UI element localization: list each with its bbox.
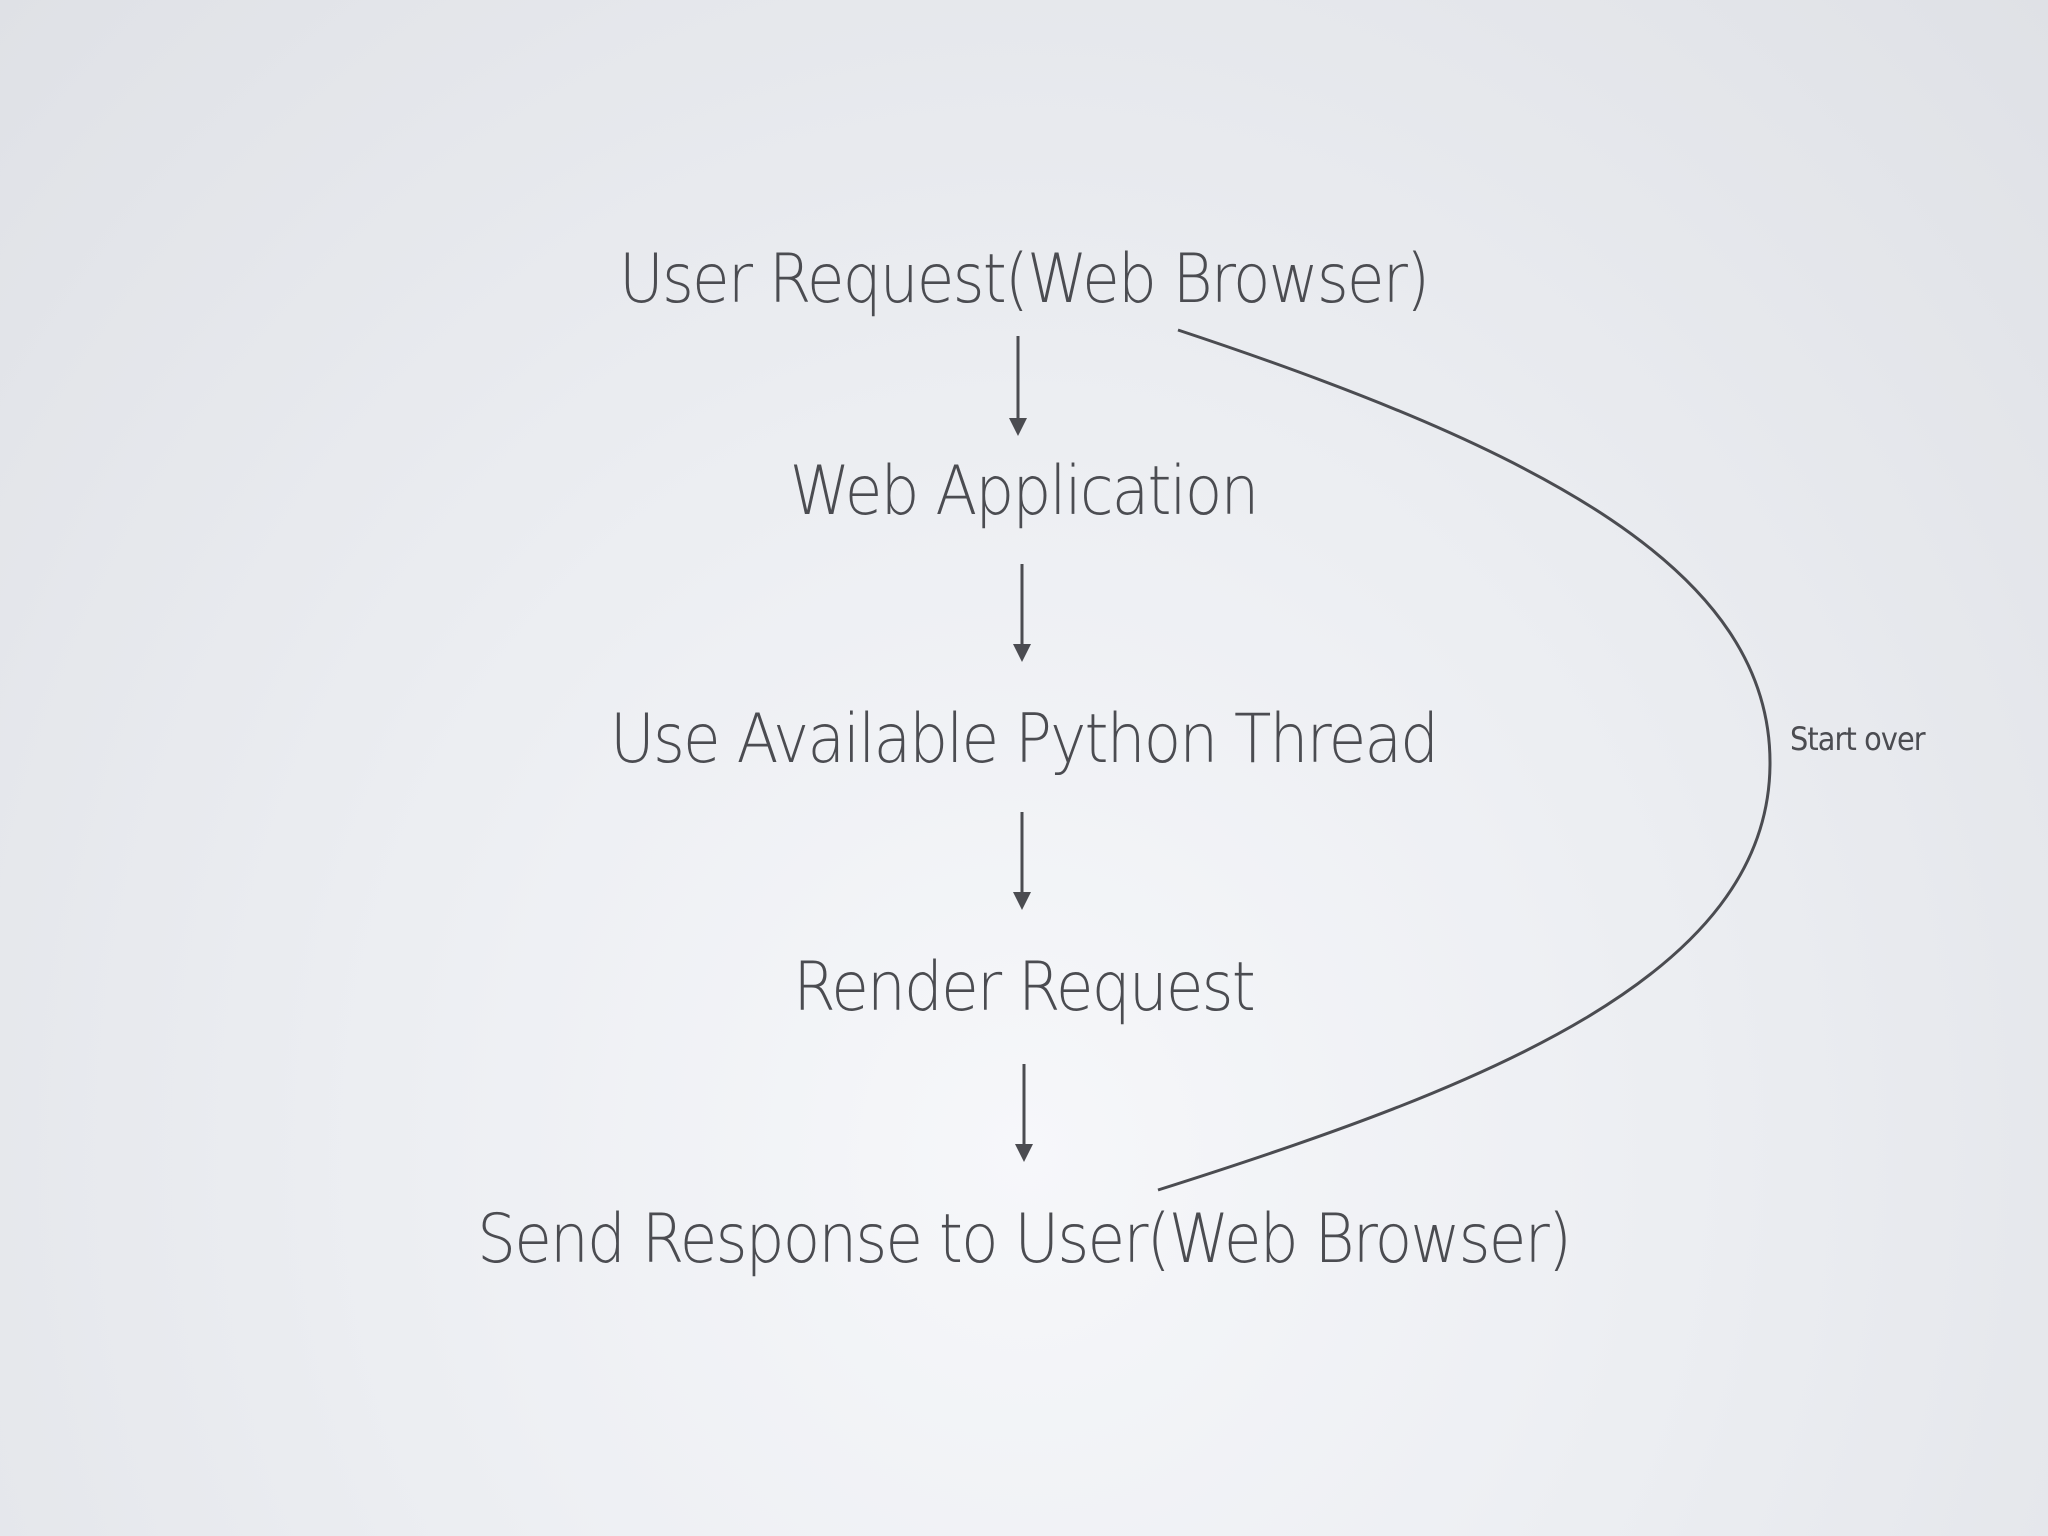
arrow-3 <box>1015 1064 1033 1162</box>
step-web-application: Web Application <box>789 452 1260 531</box>
arrow-2 <box>1013 812 1031 910</box>
loop-curve <box>1157 328 1772 1192</box>
step-user-request: User Request(Web Browser) <box>618 240 1430 319</box>
step-use-python-thread: Use Available Python Thread <box>609 700 1439 779</box>
arrow-1 <box>1013 564 1031 662</box>
arrow-0 <box>1009 336 1027 436</box>
loop-label: Start over <box>1790 720 1926 758</box>
step-render-request: Render Request <box>793 948 1256 1027</box>
step-send-response: Send Response to User(Web Browser) <box>477 1200 1572 1279</box>
